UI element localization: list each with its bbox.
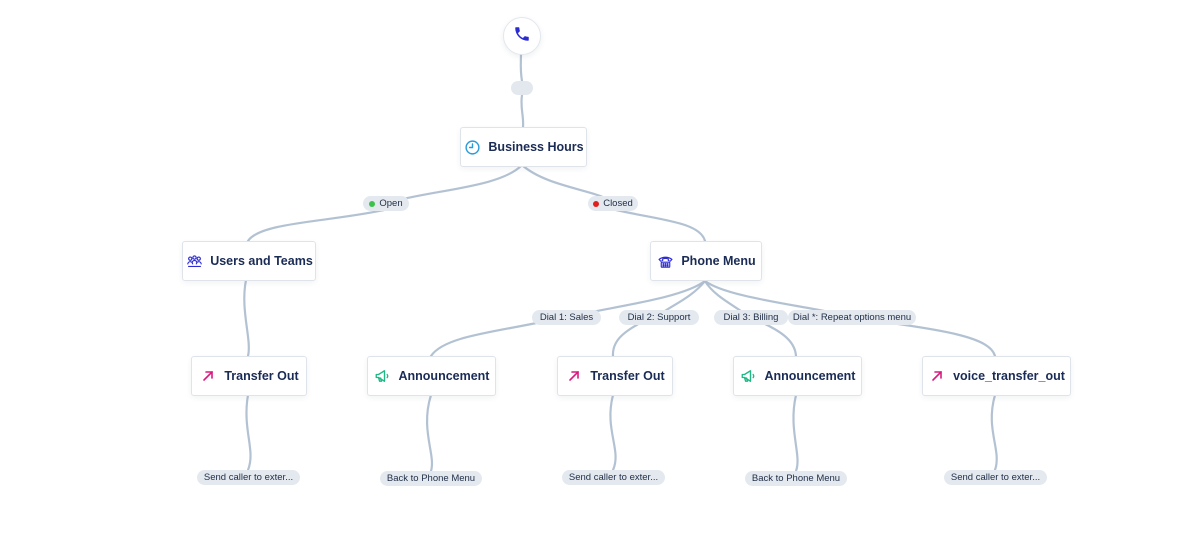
edge-transfer-1-to-action: [245, 393, 252, 472]
edge-announcement-1-to-action: [425, 393, 434, 473]
node-label: voice_transfer_out: [953, 369, 1065, 383]
business-hours-node[interactable]: Business Hours: [460, 127, 587, 167]
action-send-caller-label[interactable]: Send caller to exter...: [562, 470, 665, 485]
users-and-teams-node[interactable]: Users and Teams: [182, 241, 316, 281]
transfer-out-node[interactable]: Transfer Out: [191, 356, 307, 396]
voice-transfer-out-node[interactable]: voice_transfer_out: [922, 356, 1071, 396]
phone-menu-node[interactable]: Phone Menu: [650, 241, 762, 281]
option-dial-3-label[interactable]: Dial 3: Billing: [714, 310, 788, 325]
call-start-node[interactable]: [503, 17, 541, 55]
edge-open-to-users: [246, 208, 386, 243]
phone-menu-icon: [656, 252, 674, 270]
transfer-out-node[interactable]: Transfer Out: [557, 356, 673, 396]
edge-closed-to-phone-menu: [614, 208, 707, 243]
branch-closed-label[interactable]: Closed: [588, 196, 638, 211]
action-back-to-menu-label[interactable]: Back to Phone Menu: [380, 471, 482, 486]
option-dial-2-label[interactable]: Dial 2: Support: [619, 310, 699, 325]
node-label: Business Hours: [488, 140, 584, 154]
edge-users-to-transfer-1: [243, 278, 250, 358]
edge-hours-to-open: [385, 163, 524, 205]
megaphone-icon: [740, 367, 758, 385]
node-label: Phone Menu: [681, 254, 756, 268]
node-label: Users and Teams: [210, 254, 313, 268]
option-dial-star-label[interactable]: Dial *: Repeat options menu: [788, 310, 916, 325]
node-label: Transfer Out: [224, 369, 299, 383]
action-send-caller-label[interactable]: Send caller to exter...: [944, 470, 1047, 485]
announcement-node[interactable]: Announcement: [367, 356, 496, 396]
option-dial-1-label[interactable]: Dial 1: Sales: [532, 310, 601, 325]
transfer-arrow-icon: [928, 367, 946, 385]
add-step-connector[interactable]: [511, 81, 533, 95]
transfer-arrow-icon: [199, 367, 217, 385]
announcement-node[interactable]: Announcement: [733, 356, 862, 396]
node-label: Announcement: [398, 369, 490, 383]
edge-start-to-dot: [519, 51, 524, 83]
edge-transfer-2-to-action: [609, 393, 617, 472]
transfer-arrow-icon: [565, 367, 583, 385]
edge-dot-to-hours: [520, 93, 525, 129]
team-icon: [185, 252, 203, 270]
clock-icon: [463, 138, 481, 156]
branch-open-label[interactable]: Open: [363, 196, 409, 211]
node-label: Transfer Out: [590, 369, 665, 383]
edge-voice-transfer-to-action: [990, 393, 998, 472]
node-label: Announcement: [764, 369, 856, 383]
closed-status-dot: [593, 200, 600, 207]
action-send-caller-label[interactable]: Send caller to exter...: [197, 470, 300, 485]
open-status-dot: [369, 200, 376, 207]
megaphone-icon: [374, 367, 392, 385]
phone-icon: [513, 25, 531, 48]
action-back-to-menu-label[interactable]: Back to Phone Menu: [745, 471, 847, 486]
edge-announcement-2-to-action: [792, 393, 799, 473]
